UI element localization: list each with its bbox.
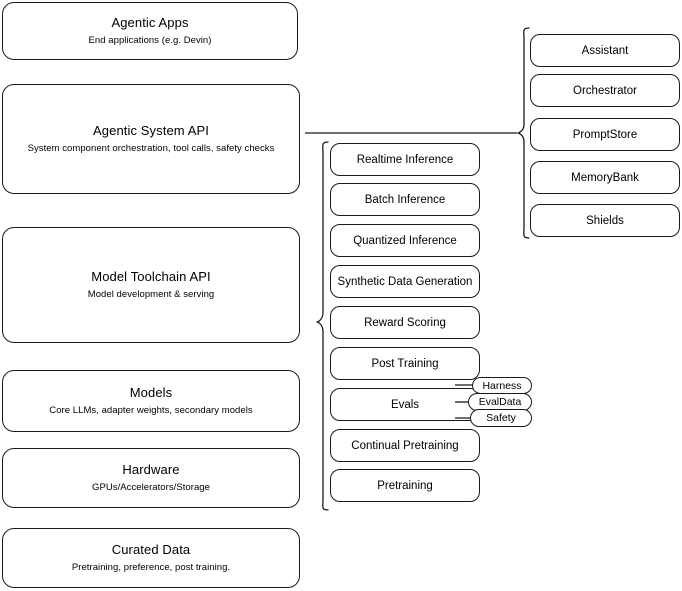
- component-label: Evals: [390, 398, 420, 411]
- layer-title: Hardware: [122, 461, 180, 477]
- layer-subtitle: System component orchestration, tool cal…: [27, 143, 275, 155]
- layer-title: Models: [129, 384, 173, 400]
- component-label: Batch Inference: [364, 193, 446, 206]
- component-realtime-inference[interactable]: Realtime Inference: [330, 143, 480, 176]
- middle-brace: [316, 141, 329, 511]
- subcomponent-label: Harness: [482, 379, 522, 392]
- layer-subtitle: End applications (e.g. Devin): [88, 35, 212, 47]
- component-quantized-inference[interactable]: Quantized Inference: [330, 224, 480, 257]
- component-label: Post Training: [371, 357, 439, 370]
- subcomponent-harness[interactable]: Harness: [472, 377, 532, 394]
- layer-subtitle: GPUs/Accelerators/Storage: [92, 482, 210, 494]
- layer-agentic-apps[interactable]: Agentic Apps End applications (e.g. Devi…: [2, 2, 298, 60]
- component-promptstore[interactable]: PromptStore: [530, 118, 680, 151]
- layer-models[interactable]: Models Core LLMs, adapter weights, secon…: [2, 370, 300, 432]
- layer-curated-data[interactable]: Curated Data Pretraining, preference, po…: [2, 528, 300, 588]
- component-orchestrator[interactable]: Orchestrator: [530, 74, 680, 107]
- component-label: Orchestrator: [573, 84, 637, 97]
- subcomponent-safety[interactable]: Safety: [470, 409, 532, 427]
- component-assistant[interactable]: Assistant: [530, 34, 680, 67]
- component-label: Assistant: [581, 44, 629, 57]
- layer-title: Model Toolchain API: [91, 268, 211, 284]
- subcomponent-label: EvalData: [478, 396, 522, 408]
- subcomponent-label: Safety: [486, 412, 516, 424]
- component-label: MemoryBank: [571, 171, 639, 184]
- layer-model-toolchain-api[interactable]: Model Toolchain API Model development & …: [2, 227, 300, 343]
- layer-subtitle: Pretraining, preference, post training.: [71, 562, 231, 574]
- layer-subtitle: Core LLMs, adapter weights, secondary mo…: [49, 405, 253, 417]
- component-pretraining[interactable]: Pretraining: [330, 469, 480, 502]
- component-post-training[interactable]: Post Training: [330, 347, 480, 380]
- layer-hardware[interactable]: Hardware GPUs/Accelerators/Storage: [2, 448, 300, 508]
- component-label: Reward Scoring: [364, 316, 446, 329]
- layer-agentic-system-api[interactable]: Agentic System API System component orch…: [2, 84, 300, 194]
- component-shields[interactable]: Shields: [530, 204, 680, 237]
- component-label: Synthetic Data Generation: [337, 275, 473, 288]
- component-continual-pretraining[interactable]: Continual Pretraining: [330, 429, 480, 462]
- component-label: PromptStore: [572, 128, 638, 141]
- right-brace: [517, 27, 530, 239]
- component-synthetic-data-generation[interactable]: Synthetic Data Generation: [330, 265, 480, 298]
- component-batch-inference[interactable]: Batch Inference: [330, 183, 480, 216]
- layer-title: Curated Data: [111, 541, 191, 557]
- component-label: Pretraining: [377, 479, 433, 492]
- component-label: Continual Pretraining: [351, 439, 459, 452]
- component-reward-scoring[interactable]: Reward Scoring: [330, 306, 480, 339]
- component-label: Shields: [586, 214, 624, 227]
- layer-subtitle: Model development & serving: [87, 289, 215, 301]
- layer-title: Agentic System API: [93, 122, 209, 138]
- component-memorybank[interactable]: MemoryBank: [530, 161, 680, 194]
- component-label: Realtime Inference: [356, 153, 454, 166]
- component-evals[interactable]: Evals: [330, 388, 480, 421]
- layer-title: Agentic Apps: [111, 14, 189, 30]
- component-label: Quantized Inference: [353, 234, 457, 247]
